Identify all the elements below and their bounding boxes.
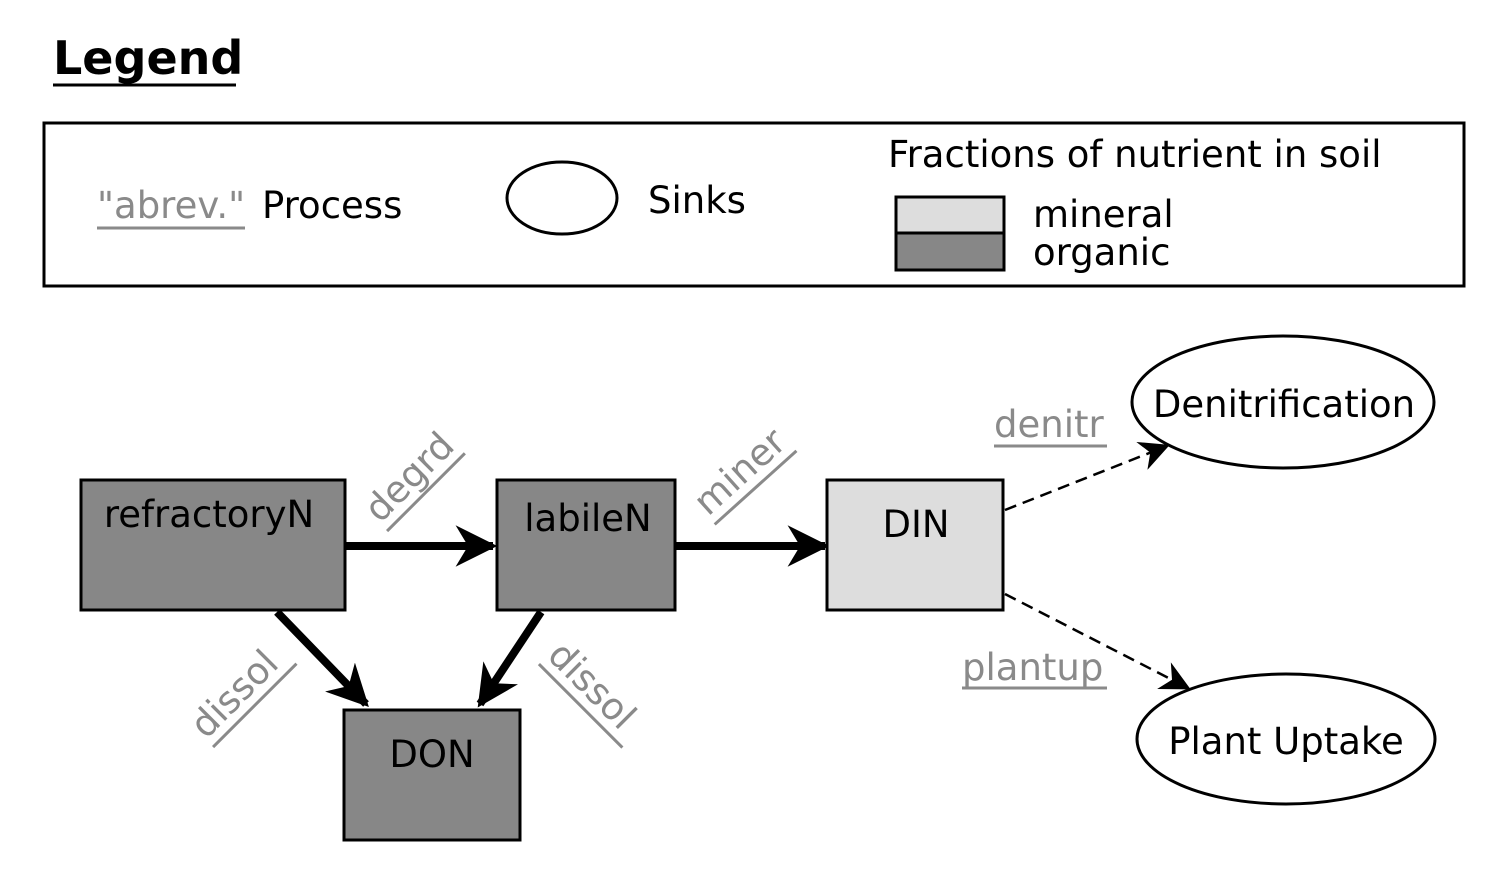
arrow-din-to-plant-uptake xyxy=(1004,592,1191,690)
process-dissol-left: dissol xyxy=(182,642,298,749)
legend-sinks-label: Sinks xyxy=(648,179,746,222)
legend-mineral-label: mineral xyxy=(1033,193,1174,236)
process-plantup-label: plantup xyxy=(962,646,1103,689)
pool-DIN xyxy=(825,478,1005,612)
legend-box xyxy=(42,121,1466,288)
process-miner-underline xyxy=(713,449,798,526)
pool-DIN-label: DIN xyxy=(882,503,949,546)
legend-organic-label: organic xyxy=(1033,231,1170,274)
process-denitr-label: denitr xyxy=(994,403,1104,446)
sink-denitrification xyxy=(1130,334,1436,470)
legend-organic-swatch xyxy=(894,231,1006,272)
process-degrd-underline xyxy=(386,452,466,533)
legend-fractions-title: Fractions of nutrient in soil xyxy=(888,133,1382,176)
pool-DON-label: DON xyxy=(389,733,474,776)
arrow-din-to-denitrification xyxy=(1004,441,1170,512)
legend-process-label: Process xyxy=(262,184,402,227)
legend-mineral-swatch xyxy=(894,195,1006,235)
sink-plant-uptake-label: Plant Uptake xyxy=(1168,720,1404,763)
process-miner-label: miner xyxy=(685,419,794,524)
sink-denitrification-label: Denitrification xyxy=(1153,383,1415,426)
legend-title: Legend xyxy=(53,31,243,85)
legend-sink-ellipse xyxy=(505,160,619,236)
process-dissol-left-label: dissol xyxy=(182,642,287,747)
process-degrd: degrd xyxy=(356,424,466,533)
arrow-labile-to-don xyxy=(476,609,545,708)
pool-refractoryN xyxy=(79,478,347,612)
pool-labileN-label: labileN xyxy=(524,497,651,540)
process-dissol-right-label: dissol xyxy=(540,633,645,738)
legend-process-sample: "abrev." xyxy=(97,184,245,227)
process-dissol-right-underline xyxy=(537,663,624,749)
process-miner: miner xyxy=(685,419,798,526)
pool-DON xyxy=(342,708,522,842)
pool-labileN xyxy=(495,478,677,612)
process-dissol-right: dissol xyxy=(537,633,645,749)
process-degrd-label: degrd xyxy=(356,424,463,531)
arrow-refractory-to-don xyxy=(274,609,369,707)
pool-refractoryN-label: refractoryN xyxy=(104,493,314,536)
sink-plant-uptake xyxy=(1135,672,1437,806)
process-dissol-left-underline xyxy=(212,662,298,749)
